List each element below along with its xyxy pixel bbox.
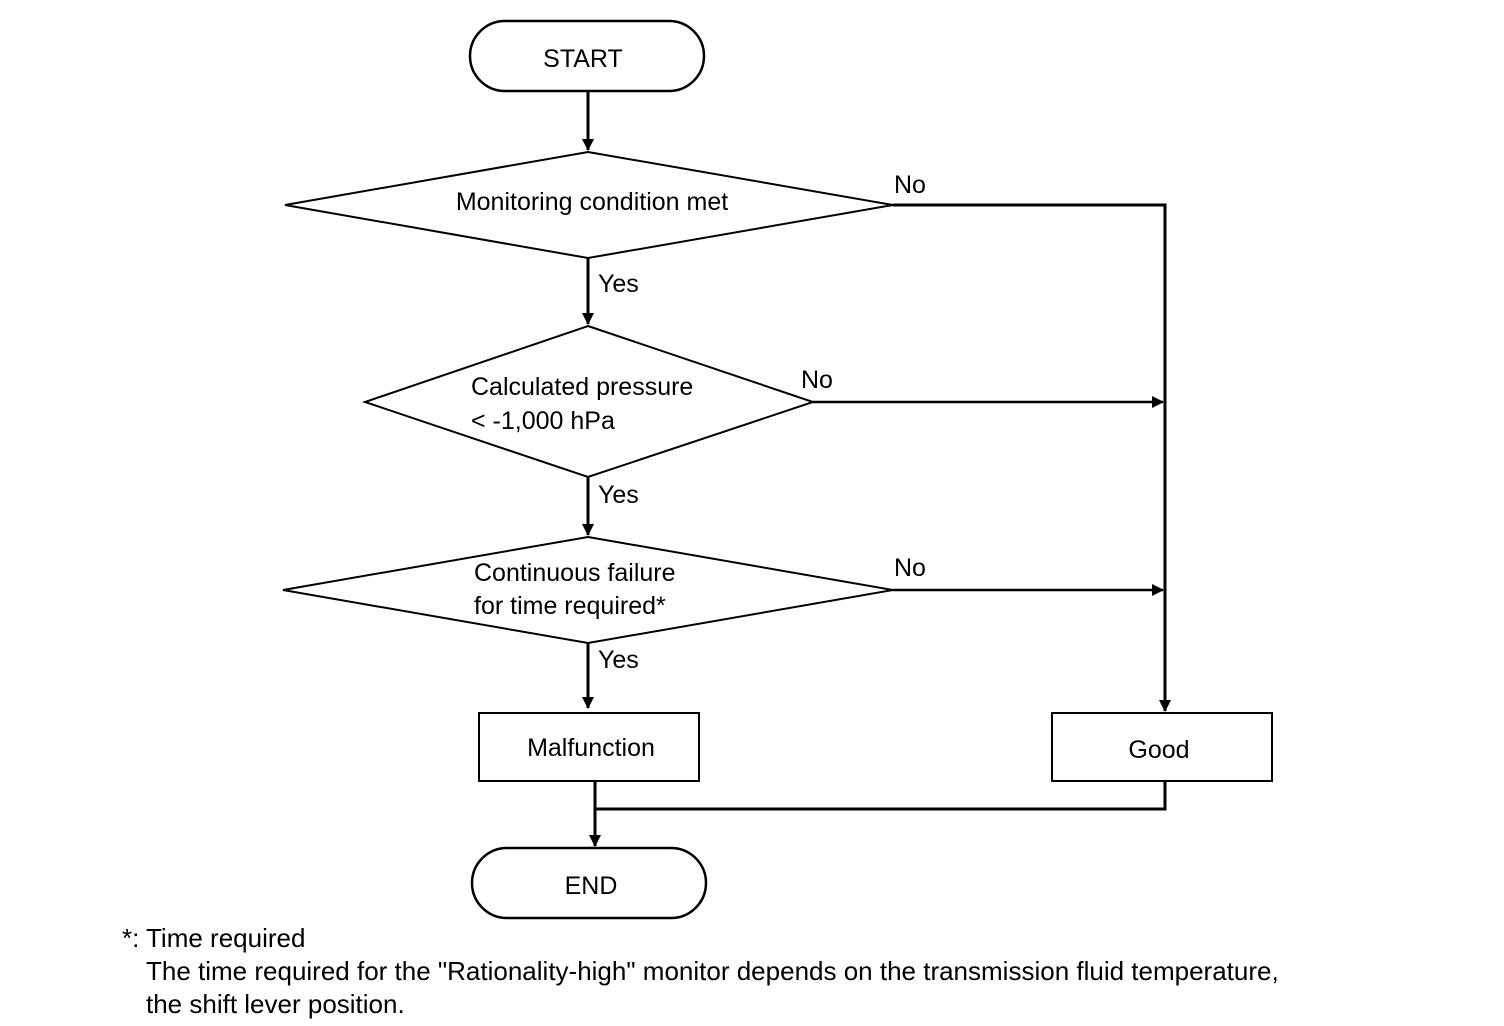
start-label: START [543,45,623,73]
decision-continuous-failure [282,535,894,645]
footnote-marker: *: [122,923,140,953]
decision-calculated-pressure [361,324,817,479]
end-terminal [470,846,708,920]
decision-calculated-pressure-line1: Calculated pressure [471,373,693,401]
d3-no-label: No [894,554,926,582]
decision-monitoring-condition-label: Monitoring condition met [456,188,728,216]
d1-no-label: No [894,171,926,199]
d1-yes-label: Yes [598,270,639,298]
decision-continuous-failure-line2: for time required* [474,592,666,620]
d2-no-label: No [801,366,833,394]
decision-continuous-failure-line1: Continuous failure [474,559,676,587]
good-label: Good [1128,736,1189,764]
footnote-text-line1: The time required for the "Rationality-h… [146,956,1279,986]
connector-d1-to-good [893,203,1171,712]
end-label: END [565,872,618,900]
decision-calculated-pressure-line2: < -1,000 hPa [471,407,615,435]
footnote-title: Time required [146,923,306,953]
d2-yes-label: Yes [598,481,639,509]
footnote-text-line2: the shift lever position. [146,989,405,1019]
d3-yes-label: Yes [598,646,639,674]
good-box [1051,712,1273,782]
malfunction-box [478,712,700,782]
malfunction-label: Malfunction [527,734,655,762]
connector-good-to-merge [595,781,1167,811]
